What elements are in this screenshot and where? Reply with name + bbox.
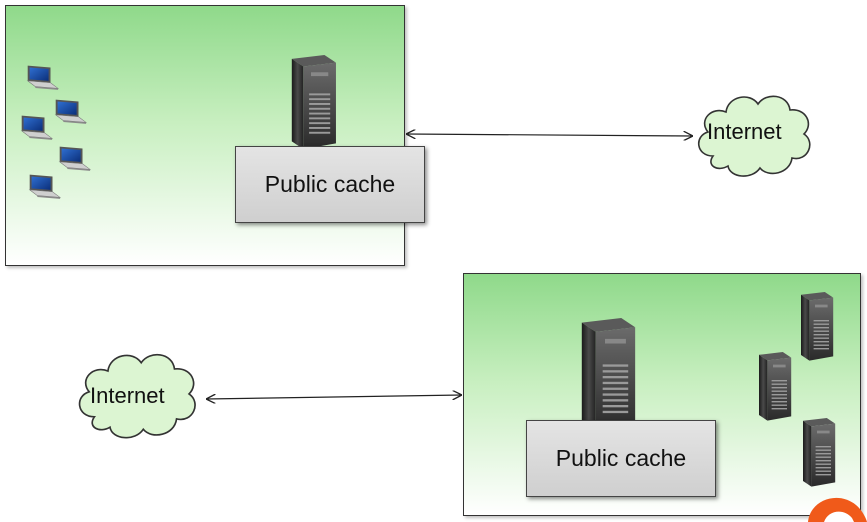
server-tower-icon [759, 352, 792, 421]
server-tower-icon [803, 418, 836, 487]
internet-label-bottom: Internet [90, 383, 165, 408]
logo-corner-inner [824, 511, 854, 522]
laptop-icon [29, 174, 61, 200]
internet-label-top: Internet [707, 119, 782, 144]
server-tower-icon [581, 318, 636, 432]
laptop-icon [27, 65, 59, 91]
public-cache-label: Public cache [264, 171, 396, 197]
laptop-icon [55, 99, 87, 125]
public-cache-label: Public cache [555, 445, 687, 471]
client-laptops [21, 65, 91, 200]
connector-arrow-top [406, 134, 693, 136]
connector-arrow-bottom [206, 395, 462, 399]
public-cache-box-bottom: Public cache [526, 420, 716, 497]
laptop-icon [59, 146, 91, 172]
laptop-icon [21, 115, 53, 141]
public-cache-box-top: Public cache [235, 146, 425, 223]
server-tower-icon [801, 292, 834, 361]
server-tower-icon [291, 55, 336, 150]
logo-corner-icon [808, 497, 867, 522]
